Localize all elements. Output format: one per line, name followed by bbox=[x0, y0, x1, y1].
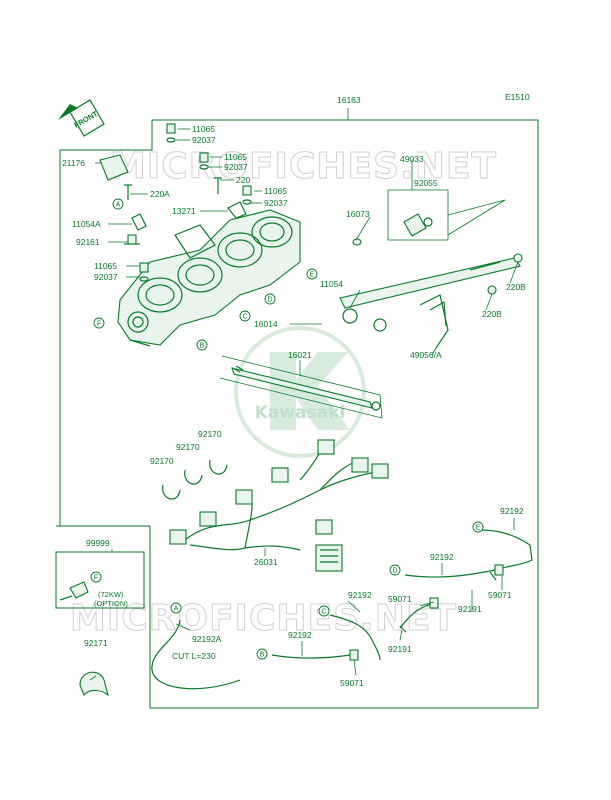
label-99999: 99999 bbox=[86, 538, 110, 548]
throttle-body-assembly bbox=[117, 209, 301, 347]
label-92037-a: 92037 bbox=[192, 135, 216, 145]
bubble-b-1: B bbox=[200, 343, 205, 350]
label-92192-a: 92192 bbox=[500, 506, 524, 516]
bubble-d-1: D bbox=[267, 297, 272, 304]
label-11065-b: 11065 bbox=[224, 152, 247, 162]
watermark-top: MICROFICHES.NET bbox=[110, 146, 497, 187]
label-92170-b: 92170 bbox=[176, 442, 200, 452]
injector-detail bbox=[352, 189, 506, 246]
label-92037-d: 92037 bbox=[94, 272, 118, 282]
sensor-rod bbox=[219, 355, 383, 419]
label-92037-b: 92037 bbox=[224, 162, 248, 172]
fuel-rail bbox=[339, 253, 523, 349]
leader-lines bbox=[89, 128, 519, 681]
label-13271: 13271 bbox=[172, 206, 196, 216]
label-220a: 220A bbox=[150, 189, 170, 199]
bubble-f-2: F bbox=[94, 575, 98, 582]
logo-text: Kawasaki bbox=[255, 403, 346, 423]
label-92161: 92161 bbox=[76, 237, 100, 247]
label-16021: 16021 bbox=[288, 350, 312, 360]
hoses bbox=[151, 529, 533, 690]
diagram-code: E1510 bbox=[505, 92, 530, 102]
kawasaki-logo: Kawasaki bbox=[234, 326, 366, 458]
bubble-f-1: F bbox=[97, 321, 101, 328]
option-box bbox=[55, 551, 145, 609]
label-26031: 26031 bbox=[254, 557, 278, 567]
bubble-c-1: C bbox=[242, 314, 247, 321]
label-11065-a: 11065 bbox=[192, 124, 215, 134]
label-11065-c: 11065 bbox=[264, 186, 287, 196]
label-92170-a: 92170 bbox=[198, 429, 222, 439]
screw-parts bbox=[99, 123, 252, 282]
label-59071-a: 59071 bbox=[488, 590, 512, 600]
label-92171: 92171 bbox=[84, 638, 108, 648]
label-92191-a: 92191 bbox=[458, 604, 482, 614]
note-cut-length: CUT L=230 bbox=[172, 651, 216, 661]
label-92037-c: 92037 bbox=[264, 198, 288, 208]
label-220b-a: 220B bbox=[506, 282, 526, 292]
wire-harness bbox=[169, 439, 389, 572]
label-59071-c: 59071 bbox=[340, 678, 364, 688]
label-11054a: 11054A bbox=[72, 219, 101, 229]
label-49033: 49033 bbox=[400, 154, 424, 164]
label-16014: 16014 bbox=[254, 319, 278, 329]
bubble-e-2: E bbox=[476, 525, 481, 532]
label-92055: 92055 bbox=[414, 178, 438, 188]
label-16163: 16163 bbox=[337, 95, 361, 105]
part-labels: 16163 11065 92037 11065 92037 220 11065 … bbox=[62, 95, 526, 688]
label-92192A: 92192A bbox=[192, 634, 222, 644]
label-49056a: 49056/A bbox=[410, 350, 442, 360]
label-11054: 11054 bbox=[320, 279, 343, 289]
bubble-a-2: A bbox=[174, 606, 179, 613]
label-220b-b: 220B bbox=[482, 309, 502, 319]
label-92192-d: 92192 bbox=[288, 630, 312, 640]
front-arrow-icon: FRONT bbox=[58, 99, 105, 137]
assembly-frame bbox=[56, 119, 539, 709]
label-11065-d: 11065 bbox=[94, 261, 117, 271]
label-59071-b: 59071 bbox=[388, 594, 412, 604]
clip-92171 bbox=[79, 671, 109, 697]
bubble-b-2: B bbox=[260, 652, 265, 659]
watermark-bottom: MICROFICHES.NET bbox=[70, 598, 457, 639]
label-92191-b: 92191 bbox=[388, 644, 412, 654]
note-option: (OPTION) bbox=[94, 599, 128, 608]
clamps bbox=[162, 459, 228, 500]
label-220: 220 bbox=[236, 175, 250, 185]
note-72kw: (72KW) bbox=[98, 590, 124, 599]
label-92170-c: 92170 bbox=[150, 456, 174, 466]
bubble-a-1: A bbox=[116, 202, 121, 209]
label-92192-b: 92192 bbox=[430, 552, 454, 562]
label-21176: 21176 bbox=[62, 158, 85, 168]
bubble-c-2: C bbox=[321, 609, 326, 616]
bubble-d-2: D bbox=[392, 568, 397, 575]
reference-bubbles: A A B B C C D D E E F F bbox=[90, 198, 484, 660]
bubble-e-1: E bbox=[310, 272, 315, 279]
label-16073: 16073 bbox=[346, 209, 370, 219]
label-92192-c: 92192 bbox=[348, 590, 372, 600]
